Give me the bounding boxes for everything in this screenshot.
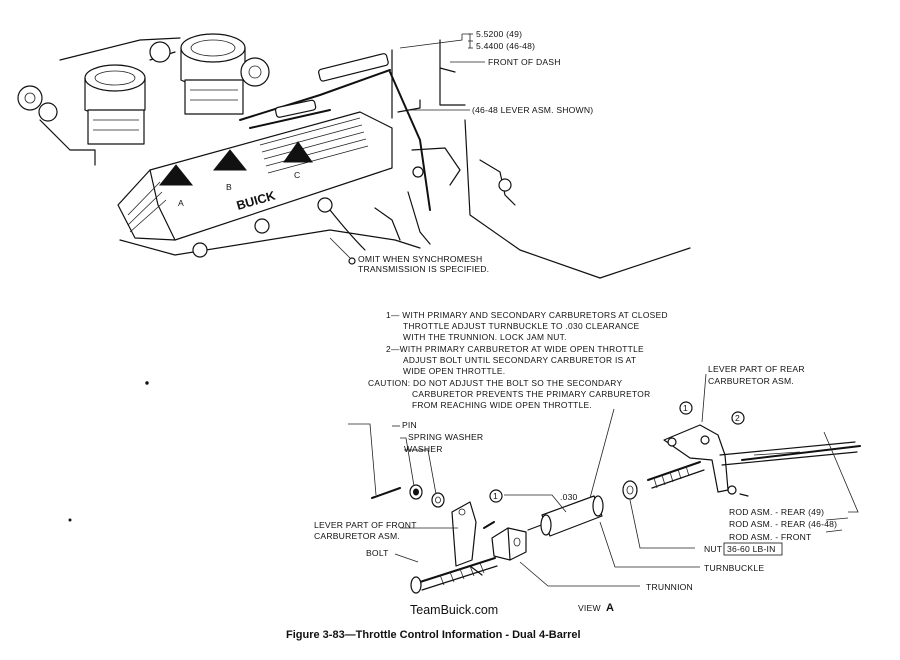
view-a-leaders: [348, 373, 859, 587]
front-lever-label-line2: CARBURETOR ASM.: [314, 531, 400, 541]
omit-note-line2: TRANSMISSION IS SPECIFIED.: [358, 264, 489, 274]
adjustment-notes: 1— WITH PRIMARY AND SECONDARY CARBURETOR…: [368, 310, 668, 410]
note-1-line3: WITH THE TRUNNION. LOCK JAM NUT.: [403, 332, 567, 342]
rod-rear-46-48-label: ROD ASM. - REAR (46-48): [729, 519, 837, 529]
turnbuckle-label: TURNBUCKLE: [704, 563, 764, 573]
view-a-assembly: [371, 401, 861, 594]
callout-label-b: B: [226, 182, 232, 192]
washer: [431, 492, 445, 508]
torque-box: [723, 542, 783, 556]
front-lever: [451, 501, 477, 567]
bolt: [419, 557, 496, 583]
rear-lever: [663, 424, 729, 493]
caution-line1: CAUTION: DO NOT ADJUST THE BOLT SO THE S…: [368, 378, 622, 388]
figure-caption: Figure 3-83—Throttle Control Information…: [286, 629, 581, 641]
clearance-label: .030: [560, 492, 578, 502]
note-2-line1: 2—WITH PRIMARY CARBURETOR AT WIDE OPEN T…: [386, 344, 644, 354]
front-carburetor: [84, 64, 146, 145]
note-1-line2: THROTTLE ADJUST TURNBUCKLE TO .030 CLEAR…: [403, 321, 640, 331]
front-of-dash-label: FRONT OF DASH: [488, 57, 561, 67]
nut-label: NUT: [704, 544, 723, 554]
dimension-bracket: [399, 33, 473, 49]
view-letter: A: [606, 602, 614, 614]
rear-lever-label-line2: CARBURETOR ASM.: [708, 376, 794, 386]
note-marker-rod: 2: [735, 413, 740, 423]
callout-arrow-b: [212, 149, 248, 171]
callout-arrow-a: [158, 164, 194, 186]
lever-asm-shown-label: (46-48 LEVER ASM. SHOWN): [472, 105, 593, 115]
washer-label: WASHER: [404, 444, 443, 454]
note-2-line3: WIDE OPEN THROTTLE.: [403, 366, 505, 376]
callout-label-c: C: [294, 170, 300, 180]
pin-label: PIN: [402, 420, 417, 430]
note-1-line1: 1— WITH PRIMARY AND SECONDARY CARBURETOR…: [386, 310, 668, 320]
note-2-line2: ADJUST BOLT UNTIL SECONDARY CARBURETOR I…: [403, 355, 636, 365]
trunnion-label: TRUNNION: [646, 582, 693, 592]
bolt-label: BOLT: [366, 548, 389, 558]
rod-rear-49-label: ROD ASM. - REAR (49): [729, 507, 824, 517]
rod-front-label: ROD ASM. - FRONT: [729, 532, 812, 542]
valve-cover: BUICK: [117, 111, 393, 241]
caution-line3: FROM REACHING WIDE OPEN THROTTLE.: [412, 400, 592, 410]
measure-49: 5.5200 (49): [476, 29, 522, 39]
callout-arrow-c: [283, 141, 313, 163]
pin: [371, 487, 401, 499]
torque-label: 36-60 LB-IN: [727, 544, 776, 554]
callout-label-a: A: [178, 198, 184, 208]
leader-omit: [329, 237, 351, 259]
jam-nut: [622, 480, 638, 500]
watermark: TeamBuick.com: [410, 603, 498, 617]
note-marker-rear-lever: 1: [683, 403, 688, 413]
spring-washer-label: SPRING WASHER: [408, 432, 483, 442]
note-marker-bolt: 1: [493, 491, 498, 501]
measure-46-48: 5.4400 (46-48): [476, 41, 535, 51]
engine-illustration: BUICK A B C: [17, 33, 691, 279]
omit-note-line1: OMIT WHEN SYNCHROMESH: [358, 254, 482, 264]
rear-lever-label-line1: LEVER PART OF REAR: [708, 364, 805, 374]
view-label: VIEW: [578, 603, 601, 613]
caution-line2: CARBURETOR PREVENTS THE PRIMARY CARBURET…: [412, 389, 650, 399]
rear-carburetor: [180, 33, 246, 115]
front-lever-label-line1: LEVER PART OF FRONT: [314, 520, 417, 530]
